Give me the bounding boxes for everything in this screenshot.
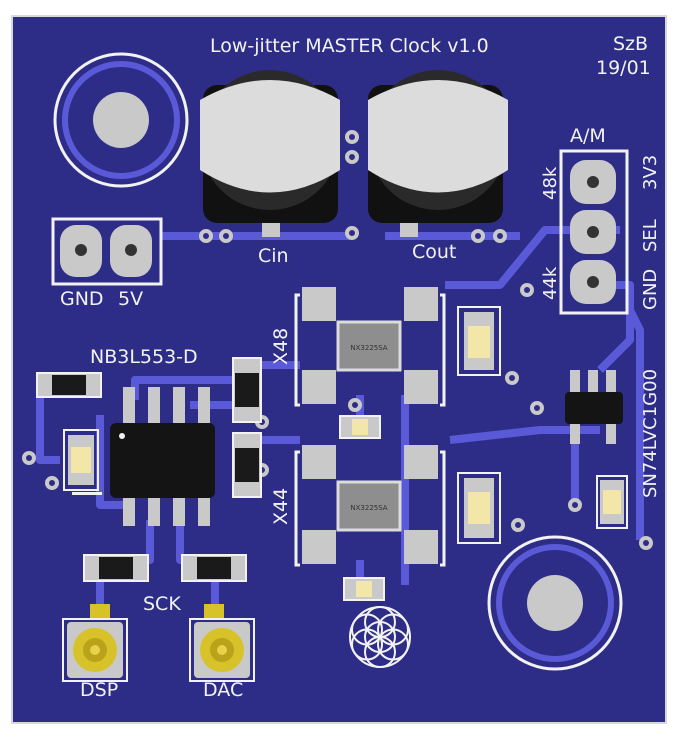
ic-sn74lvc1g00: [565, 370, 623, 444]
sck-label: SCK: [143, 593, 181, 615]
44k-label: 44k: [540, 266, 561, 300]
flower-of-life-logo: [349, 606, 411, 668]
cap-left-ic: [63, 429, 102, 495]
sn74-label: SN74LVC1G00: [640, 369, 661, 498]
gnd-label: GND: [60, 288, 104, 310]
nb3l553-label: NB3L553-D: [90, 346, 198, 368]
mounting-hole-bottom-right: [487, 535, 623, 671]
sel-label: SEL: [640, 219, 661, 252]
connector-dsp: [62, 604, 128, 682]
resistor-x44-left: [232, 432, 262, 498]
board-date: 19/01: [596, 57, 651, 79]
x48-marking: NX3225SA: [350, 344, 387, 352]
x48-label: X48: [270, 328, 292, 365]
cin-label: Cin: [258, 245, 289, 267]
connector-dac: [189, 604, 255, 682]
x44-label: X44: [270, 488, 292, 525]
cap-sn74: [596, 475, 628, 529]
cap-x48-right: [457, 306, 501, 376]
cout-label: Cout: [412, 241, 456, 263]
mode-select-header: [559, 149, 629, 315]
board-author: SzB: [613, 33, 648, 55]
resistor-x48-left: [232, 357, 262, 423]
capacitor-cin: [200, 70, 340, 237]
resistor-dsp: [83, 554, 149, 582]
ic-nb3l553: [110, 387, 215, 526]
gnd-right-label: GND: [640, 269, 661, 310]
am-label: A/M: [570, 125, 606, 147]
power-header: [51, 217, 163, 286]
oscillator-x44: NX3225SA: [294, 445, 446, 567]
oscillator-x48: NX3225SA: [294, 287, 446, 407]
dsp-label: DSP: [80, 679, 118, 701]
cap-x48-bottom: [339, 415, 381, 439]
cap-x44-right: [457, 472, 501, 544]
capacitor-cout: [368, 70, 508, 237]
resistor-left-top: [36, 372, 102, 398]
48k-label: 48k: [540, 166, 561, 200]
resistor-dac: [181, 554, 247, 582]
board-title: Low-jitter MASTER Clock v1.0: [210, 35, 489, 57]
x44-marking: NX3225SA: [350, 504, 387, 512]
mounting-hole-top-left: [53, 52, 189, 188]
5v-label: 5V: [118, 288, 143, 310]
cap-x44-bottom: [343, 577, 385, 601]
vias: [22, 130, 653, 550]
dac-label: DAC: [203, 679, 243, 701]
3v3-label: 3V3: [640, 155, 661, 190]
